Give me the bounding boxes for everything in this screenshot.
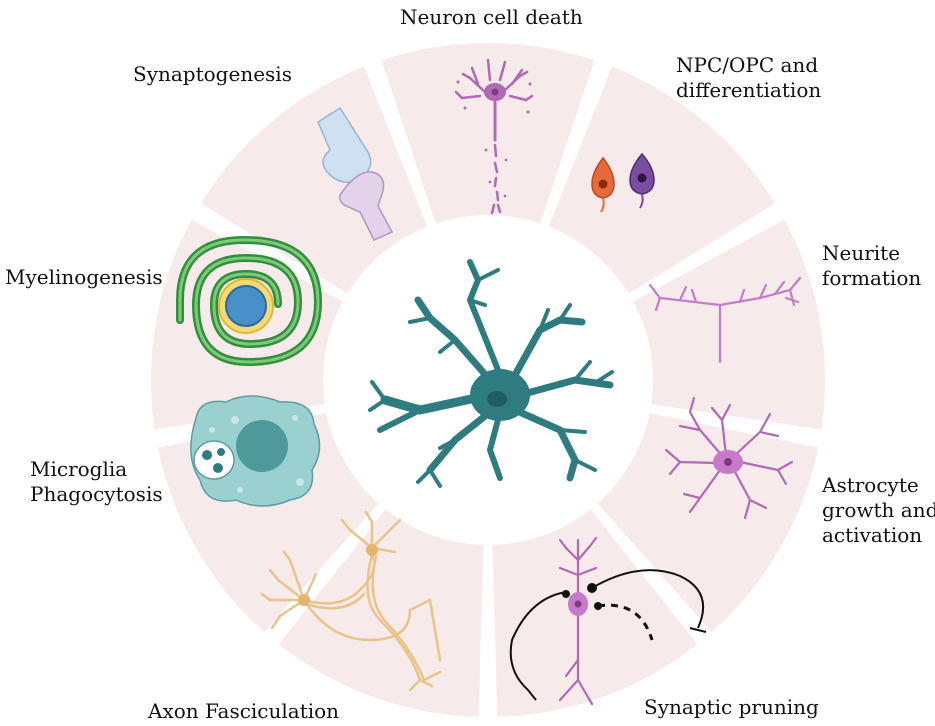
axon-soma-1 bbox=[298, 594, 310, 606]
label-npc-opc-line2: differentiation bbox=[676, 78, 822, 102]
astrocyte-nucleus bbox=[724, 458, 732, 466]
label-astrocyte-line3: activation bbox=[822, 523, 923, 547]
segment-astrocyte bbox=[492, 509, 698, 717]
label-npc-opc: NPC/OPC and differentiation bbox=[676, 53, 821, 103]
opc-cell-icon bbox=[629, 152, 655, 209]
label-astrocyte-line1: Astrocyte bbox=[822, 473, 919, 497]
central-neuron-icon bbox=[368, 259, 614, 488]
astrocyte-icon bbox=[664, 396, 794, 520]
label-myelinogenesis: Myelinogenesis bbox=[5, 265, 163, 289]
label-astrocyte-line2: growth and bbox=[822, 498, 935, 522]
npc-cell-icon bbox=[591, 156, 615, 213]
label-npc-opc-line1: NPC/OPC and bbox=[676, 53, 819, 77]
label-synaptic-pruning: Synaptic pruning bbox=[644, 695, 819, 719]
synapse-icon bbox=[317, 106, 394, 241]
label-axon-fasciculation: Axon Fasciculation bbox=[148, 699, 340, 723]
neurite-icon bbox=[648, 276, 802, 364]
label-neurite-formation: Neurite formation bbox=[822, 241, 921, 291]
central-nucleus bbox=[487, 391, 507, 407]
pruning-neuron-icon bbox=[509, 536, 707, 706]
label-synaptogenesis: Synaptogenesis bbox=[133, 62, 292, 86]
label-neurite-line1: Neurite bbox=[822, 241, 901, 265]
label-microglia-line2: Phagocytosis bbox=[30, 482, 163, 506]
segment-neuron-cell-death bbox=[548, 66, 776, 294]
fragmented-neuron-icon bbox=[454, 58, 534, 215]
myelin-spiral-icon bbox=[176, 235, 323, 367]
label-neuron-cell-death: Neuron cell death bbox=[400, 5, 583, 29]
label-microglia-line1: Microglia bbox=[30, 457, 128, 481]
microglia-icon bbox=[190, 395, 321, 507]
dying-nucleus bbox=[491, 88, 499, 96]
fragments bbox=[456, 80, 532, 198]
label-microglia-phagocytosis: Microglia Phagocytosis bbox=[30, 457, 163, 507]
axon-soma-2 bbox=[366, 544, 378, 556]
label-astrocyte: Astrocyte growth and activation bbox=[822, 473, 935, 548]
segment-synaptogenesis bbox=[381, 43, 595, 224]
segment-npc-opc bbox=[633, 219, 825, 430]
label-neurite-line2: formation bbox=[822, 266, 922, 290]
fasciculated-axons-icon bbox=[260, 510, 442, 692]
